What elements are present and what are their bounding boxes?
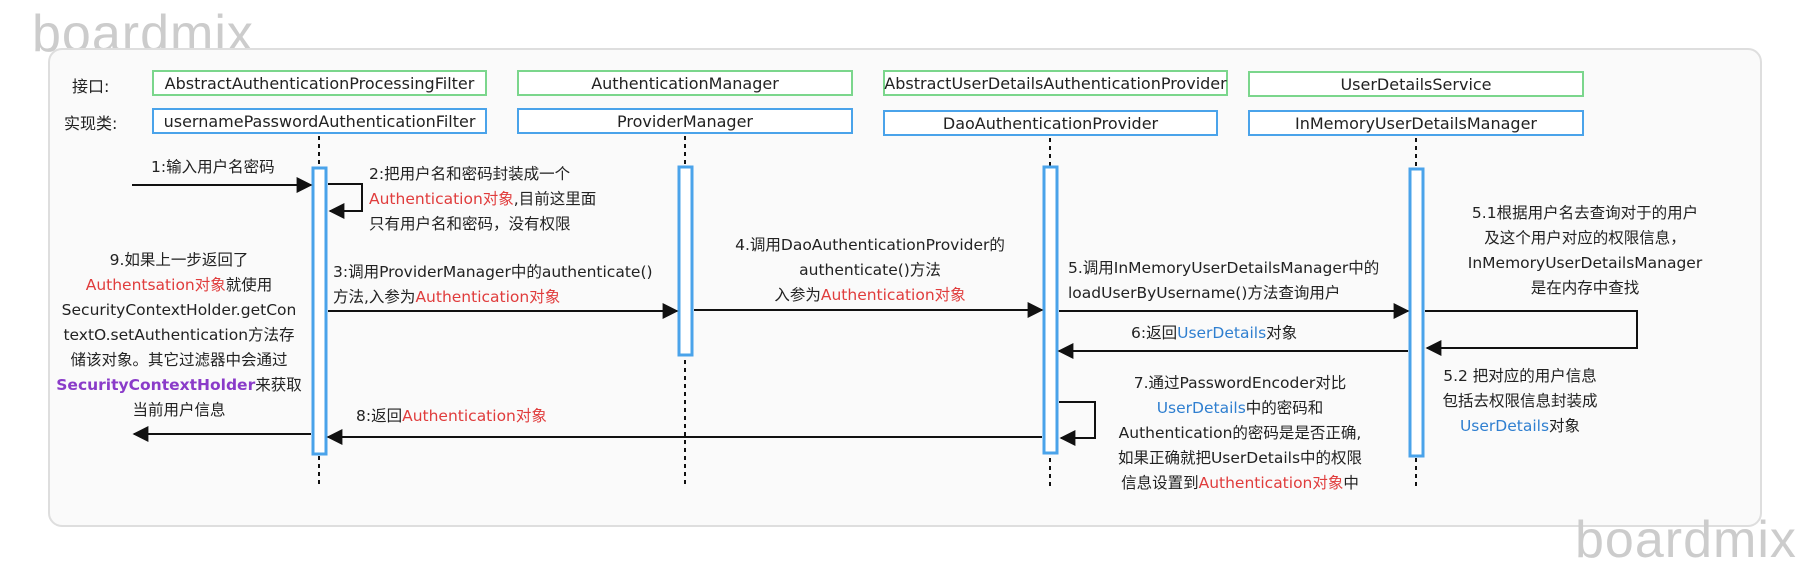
arrow-7-self: [1059, 401, 1096, 446]
message-8: 8:返回Authentication对象: [356, 407, 547, 425]
impl-box-2: ProviderManager: [517, 108, 853, 134]
message-1: 1:输入用户名密码: [151, 158, 275, 176]
arrow-51-self: [1425, 310, 1638, 356]
message-3: 3:调用ProviderManager中的authenticate() 方法,入…: [333, 263, 653, 306]
activation-bar-2: [677, 165, 694, 357]
interface-box-1: AbstractAuthenticationProcessingFilter: [152, 70, 487, 96]
interface-row-label: 接口:: [72, 77, 110, 96]
activation-bar-4: [1408, 167, 1425, 458]
watermark-bottom-right: boardmix: [1575, 511, 1797, 569]
message-9: 9.如果上一步返回了 Authentsation对象就使用 SecurityCo…: [56, 251, 302, 419]
message-5: 5.调用InMemoryUserDetailsManager中的 loadUse…: [1068, 259, 1380, 302]
interface-box-2: AuthenticationManager: [517, 70, 853, 96]
arrow-2-self: [328, 183, 363, 219]
activation-bar-1: [311, 166, 328, 456]
impl-box-1: usernamePasswordAuthenticationFilter: [152, 108, 487, 134]
message-6: 6:返回UserDetails对象: [1131, 324, 1298, 342]
activation-bar-3: [1042, 165, 1059, 455]
message-52: 5.2 把对应的用户信息 包括去权限信息封装成 UserDetails对象: [1442, 367, 1598, 435]
interface-box-3: AbstractUserDetailsAuthenticationProvide…: [883, 70, 1228, 96]
message-51: 5.1根据用户名去查询对于的用户 及这个用户对应的权限信息， InMemoryU…: [1467, 204, 1703, 297]
message-4: 4.调用DaoAuthenticationProvider的 authentic…: [735, 236, 1005, 304]
impl-box-4: InMemoryUserDetailsManager: [1248, 110, 1584, 136]
impl-row-label: 实现类:: [64, 114, 118, 133]
message-7: 7.通过PasswordEncoder对比 UserDetails中的密码和 A…: [1117, 374, 1363, 492]
message-2: 2:把用户名和密码封装成一个 Authentication对象,目前这里面 只有…: [369, 165, 597, 233]
interface-box-4: UserDetailsService: [1248, 71, 1584, 97]
impl-box-3: DaoAuthenticationProvider: [883, 110, 1218, 136]
